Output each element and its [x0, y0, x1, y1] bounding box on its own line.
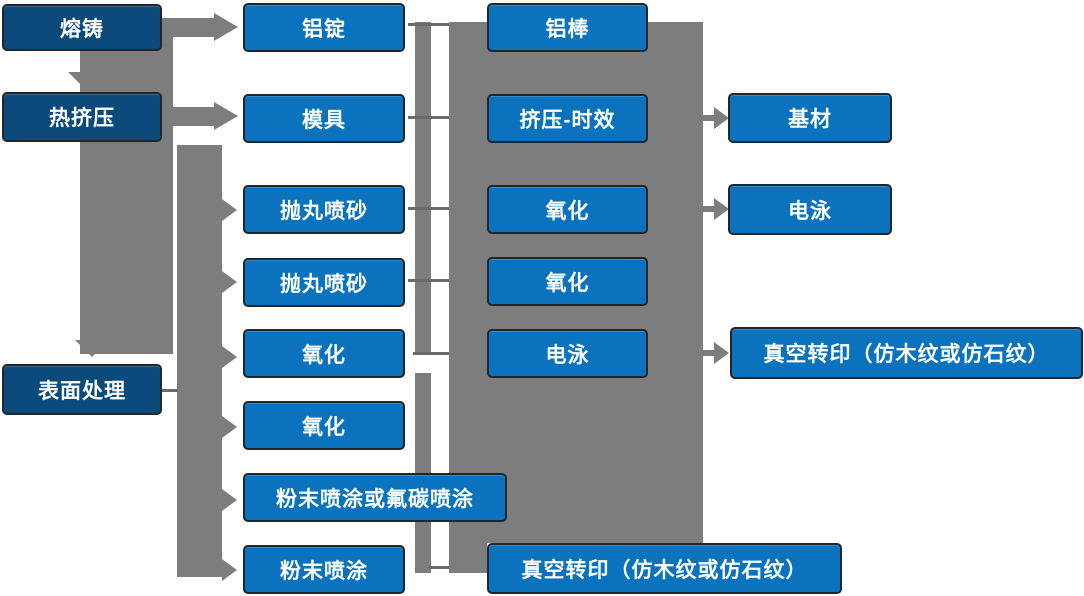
- node-shot-blasting-2: 抛丸喷砂: [243, 258, 405, 307]
- connector-main-vertical-bar-left: [80, 18, 173, 354]
- arrowhead-to-mold: [214, 102, 238, 130]
- arrowhead-to-shot-blasting-2: [222, 271, 237, 293]
- arrowhead-to-base-material: [714, 107, 729, 129]
- node-electrophoresis-out: 电泳: [728, 184, 892, 235]
- node-oxidation-1: 氧化: [243, 329, 405, 378]
- connector-arm-to-mold: [150, 107, 214, 126]
- connector-middle-bar-upper: [415, 22, 431, 355]
- connector-arm-to-electrophoresis-out: [703, 206, 716, 212]
- arrowhead-to-oxidation-2: [222, 416, 237, 438]
- node-melting-casting: 熔铸: [2, 4, 162, 51]
- node-powder-coating: 粉末喷涂: [243, 545, 405, 594]
- node-vacuum-transfer-bottom: 真空转印（仿木纹或仿石纹）: [487, 543, 842, 594]
- connector-merge-block-lower: [449, 543, 487, 573]
- node-extrusion-aging: 挤压-时效: [487, 94, 648, 143]
- arrowhead-to-shot-blasting-1: [222, 199, 237, 221]
- node-oxidation-2: 氧化: [243, 401, 405, 450]
- node-hot-extrusion: 热挤压: [2, 92, 162, 142]
- arrowhead-to-powder-fluorocarbon: [222, 489, 237, 511]
- connector-stub-row5: [413, 352, 450, 355]
- node-oxidation-3: 氧化: [487, 185, 648, 234]
- connector-line-surface-treatment: [160, 389, 178, 392]
- connector-secondary-vertical-bar: [177, 145, 222, 577]
- node-aluminum-ingot: 铝锭: [243, 3, 405, 52]
- node-powder-or-fluorocarbon-coating: 粉末喷涂或氟碳喷涂: [243, 473, 507, 522]
- node-oxidation-4: 氧化: [487, 257, 648, 306]
- connector-stub-row2: [408, 116, 450, 119]
- arrowhead-to-vacuum-transfer-out: [714, 342, 729, 364]
- node-surface-treatment: 表面处理: [2, 364, 162, 415]
- connector-arm-to-base-material: [703, 115, 716, 121]
- node-shot-blasting-1: 抛丸喷砂: [243, 185, 405, 234]
- connector-stub-vacuum-transfer: [429, 566, 451, 569]
- connector-arm-to-vacuum-transfer-out: [703, 350, 716, 356]
- connector-arm-to-aluminum-ingot: [150, 18, 214, 37]
- arrowhead-to-electrophoresis-out: [714, 198, 729, 220]
- connector-stub-row1: [408, 23, 450, 26]
- connector-stub-row3: [408, 207, 450, 210]
- arrowhead-to-aluminum-ingot: [214, 13, 238, 41]
- node-mold: 模具: [243, 94, 405, 143]
- node-vacuum-transfer-out: 真空转印（仿木纹或仿石纹）: [730, 327, 1083, 379]
- node-aluminum-rod: 铝棒: [487, 3, 648, 52]
- arrowhead-to-oxidation-1: [222, 346, 237, 368]
- node-electrophoresis: 电泳: [487, 329, 648, 378]
- connector-stub-row4: [408, 279, 450, 282]
- arrowhead-down-to-surface-treatment: [75, 340, 109, 357]
- arrowhead-down-to-hot-extrusion: [68, 72, 102, 89]
- node-base-material: 基材: [728, 93, 892, 143]
- arrowhead-to-powder-coating: [222, 559, 237, 581]
